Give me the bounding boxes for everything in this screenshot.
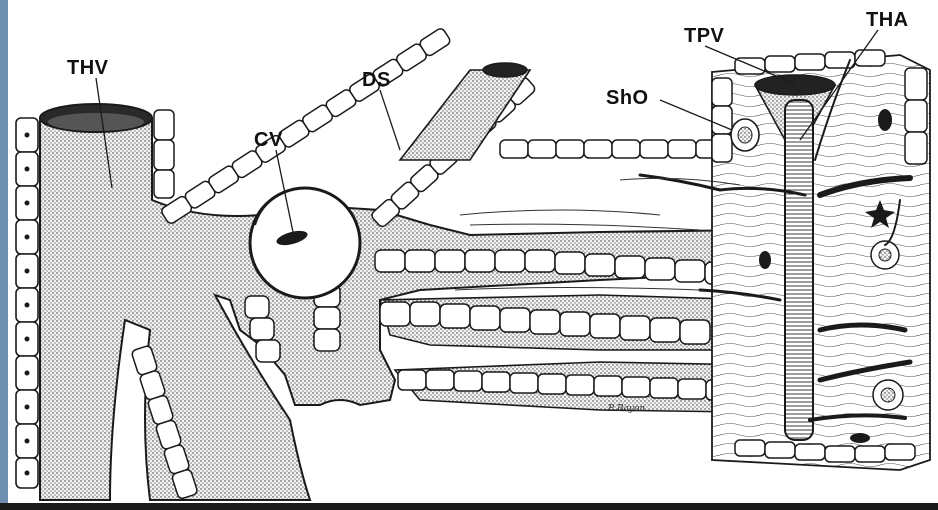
portal-dark-lumen-3: [850, 433, 870, 443]
sho-vessel-inner: [738, 127, 752, 143]
thv-lumen-inner: [48, 113, 144, 131]
bottom-frame-border: [0, 503, 938, 510]
label-tpv: TPV: [684, 26, 724, 46]
label-tha: THA: [866, 10, 909, 30]
portal-dark-lumen-2: [759, 251, 771, 269]
tpv-opening: [755, 75, 835, 95]
label-ds: DS: [362, 70, 391, 90]
thv-right-cell-column: [154, 110, 174, 198]
left-frame-border: [0, 0, 8, 510]
label-thv: THV: [67, 58, 109, 78]
portal-left-cell-column: [712, 78, 732, 162]
portal-dark-lumen-1: [878, 109, 892, 131]
sinusoid-tube-opening: [483, 63, 527, 77]
label-sho: ShO: [606, 88, 649, 108]
top-horizontal-cell-cord: [500, 140, 724, 158]
label-cv: CV: [254, 130, 283, 150]
bile-ductule-1-inner: [879, 249, 891, 261]
portal-right-cell-column: [905, 68, 927, 164]
artist-signature: P Bayon: [608, 404, 645, 414]
portal-vessel-vertical: [785, 100, 813, 440]
bile-ductule-2-inner: [881, 388, 895, 402]
